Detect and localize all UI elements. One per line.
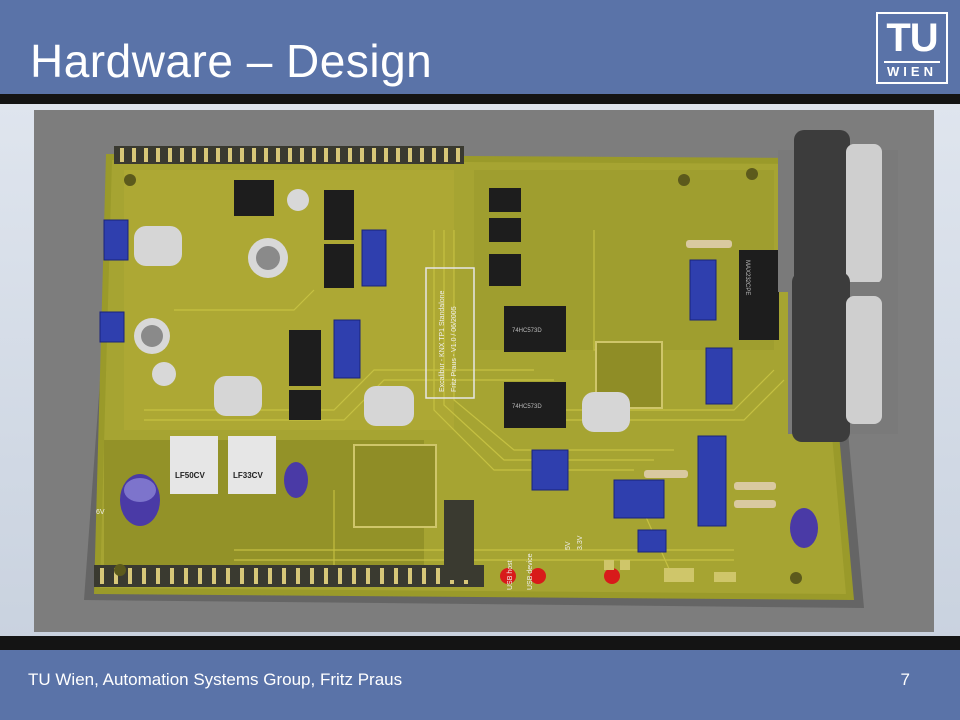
silkscreen-line-1: Excalibur - KNX TP1 Standalone <box>439 290 446 392</box>
slide-footer: TU Wien, Automation Systems Group, Fritz… <box>0 650 960 720</box>
ic-soic <box>324 190 354 240</box>
logo-separator <box>884 61 940 63</box>
footer-author: TU Wien, Automation Systems Group, Fritz… <box>28 670 403 689</box>
header-divider <box>0 94 960 104</box>
regulator-label-1: LF50CV <box>175 471 205 480</box>
label-6v: 6V <box>96 509 105 516</box>
bottom-pin-header <box>94 565 484 587</box>
footer-divider <box>0 636 960 650</box>
slide-header: Hardware – Design TU WIEN <box>0 0 960 94</box>
regulator-label-2: LF33CV <box>233 471 263 480</box>
label-usb-host: USB host <box>507 560 514 590</box>
logo-text-tu: TU <box>886 16 938 60</box>
crystal-1 <box>364 386 414 426</box>
regulator-lf50cv <box>170 436 218 494</box>
ic-max232 <box>739 250 779 340</box>
ic-label-2: 74HC573D <box>512 404 542 410</box>
label-usb-device: USB device <box>527 553 534 590</box>
qfp-footprint-1 <box>353 444 437 528</box>
ic-74hc573-1 <box>504 306 566 352</box>
ic-label-1: 74HC573D <box>512 328 542 334</box>
silkscreen-line-2: Fritz Praus - V1.0 / 06/2005 <box>451 306 458 392</box>
regulator-lf33cv <box>228 436 276 494</box>
label-3v3: 3.3V <box>577 535 584 550</box>
slide-title: Hardware – Design <box>30 35 433 87</box>
led-1 <box>500 568 516 584</box>
jumper-block <box>103 219 129 261</box>
ic-74hc573-2 <box>504 382 566 428</box>
pcb-render-image: 74HC573D 74HC573D MAX232CPE LF50CV LF33C… <box>34 110 934 632</box>
ic-label-3: MAX232CPE <box>744 260 750 295</box>
tu-wien-logo: TU WIEN <box>876 12 948 84</box>
page-number: 7 <box>900 670 910 689</box>
logo-text-wien: WIEN <box>887 64 937 79</box>
pcb-illustration: 74HC573D 74HC573D MAX232CPE LF50CV LF33C… <box>84 130 898 608</box>
label-5v: 5V <box>565 541 572 550</box>
